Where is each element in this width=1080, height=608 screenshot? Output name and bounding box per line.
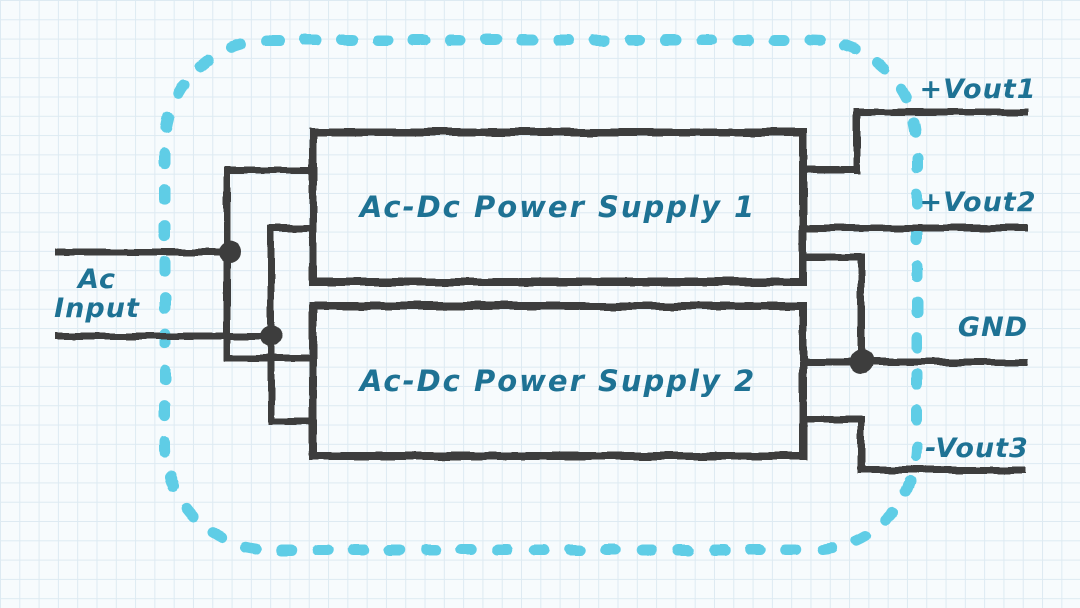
junction-dot-ac-line2 [260, 325, 282, 347]
power-supply-1-title-area: Ac-Dc Power Supply 1 [313, 132, 803, 282]
power-supply-2-title-area: Ac-Dc Power Supply 2 [313, 306, 803, 456]
system-boundary-dashed-border [159, 34, 923, 556]
junction-dot-ac-line1 [219, 241, 241, 263]
block-power-supply-2 [309, 302, 807, 460]
block-power-supply-1 [309, 128, 807, 286]
ac-input-label-line1: Ac [77, 264, 117, 295]
output-label-vout1: +Vout1 [919, 74, 1037, 105]
system-boundary-group [159, 34, 923, 556]
output-label-gnd: GND [957, 312, 1029, 343]
ac-input-label: Ac Input [38, 265, 156, 323]
wiring-group [55, 108, 1028, 474]
ac-input-label-line2: Input [54, 293, 140, 324]
output-label-vout2: +Vout2 [919, 187, 1037, 218]
power-supply-1-label: Ac-Dc Power Supply 1 [359, 190, 757, 224]
output-label-vout3: -Vout3 [925, 433, 1029, 464]
junction-dot-gnd [849, 350, 873, 374]
power-supply-2-label: Ac-Dc Power Supply 2 [359, 364, 757, 398]
